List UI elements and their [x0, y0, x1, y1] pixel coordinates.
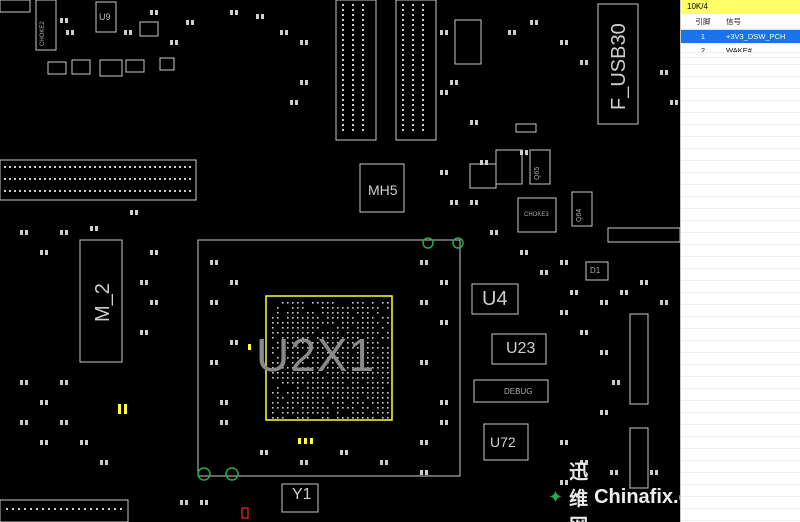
u9-label: U9: [99, 12, 111, 22]
table-row[interactable]: 1 +3V3_DSW_PCH: [681, 30, 800, 44]
net-info-panel: 10K/4 引脚 信号 1 +3V3_DSW_PCH 2 WAKE#: [680, 0, 800, 522]
watermark-cn: 迅维网: [569, 457, 588, 522]
q65-label: Q65: [534, 167, 541, 180]
pcb-drawing: [0, 0, 680, 522]
u23-label: U23: [506, 340, 535, 358]
y1-label: Y1: [292, 486, 312, 504]
watermark-en: Chinafix.com: [594, 486, 680, 509]
debug-label: DEBUG: [504, 387, 532, 396]
pcb-board-view[interactable]: U2X1 U4 U23 U72 MH5 M_2 F_USB30 Y1 CHOKE…: [0, 0, 680, 522]
signal-column-header[interactable]: 信号: [725, 14, 800, 30]
q64-label: Q64: [576, 209, 583, 222]
watermark-logo-icon: ✦: [548, 487, 563, 508]
usb30-label: F_USB30: [608, 23, 631, 110]
pin-cell: 1: [681, 30, 725, 44]
m2-label: M_2: [92, 283, 115, 322]
u72-label: U72: [490, 434, 516, 450]
watermark: ✦ 迅维网 Chinafix.com: [548, 482, 680, 512]
panel-title: 10K/4: [681, 0, 800, 14]
signal-cell: +3V3_DSW_PCH: [725, 30, 800, 44]
u4-label: U4: [482, 288, 508, 311]
mh5-label: MH5: [368, 182, 398, 198]
choke3-label: CHOKE3: [524, 212, 549, 218]
pin-column-header[interactable]: 引脚: [681, 14, 725, 30]
choke2-label: CHOKE2: [40, 21, 46, 46]
u2x1-label: U2X1: [256, 328, 375, 382]
d1-label: D1: [590, 266, 600, 275]
empty-rows: [681, 52, 800, 522]
